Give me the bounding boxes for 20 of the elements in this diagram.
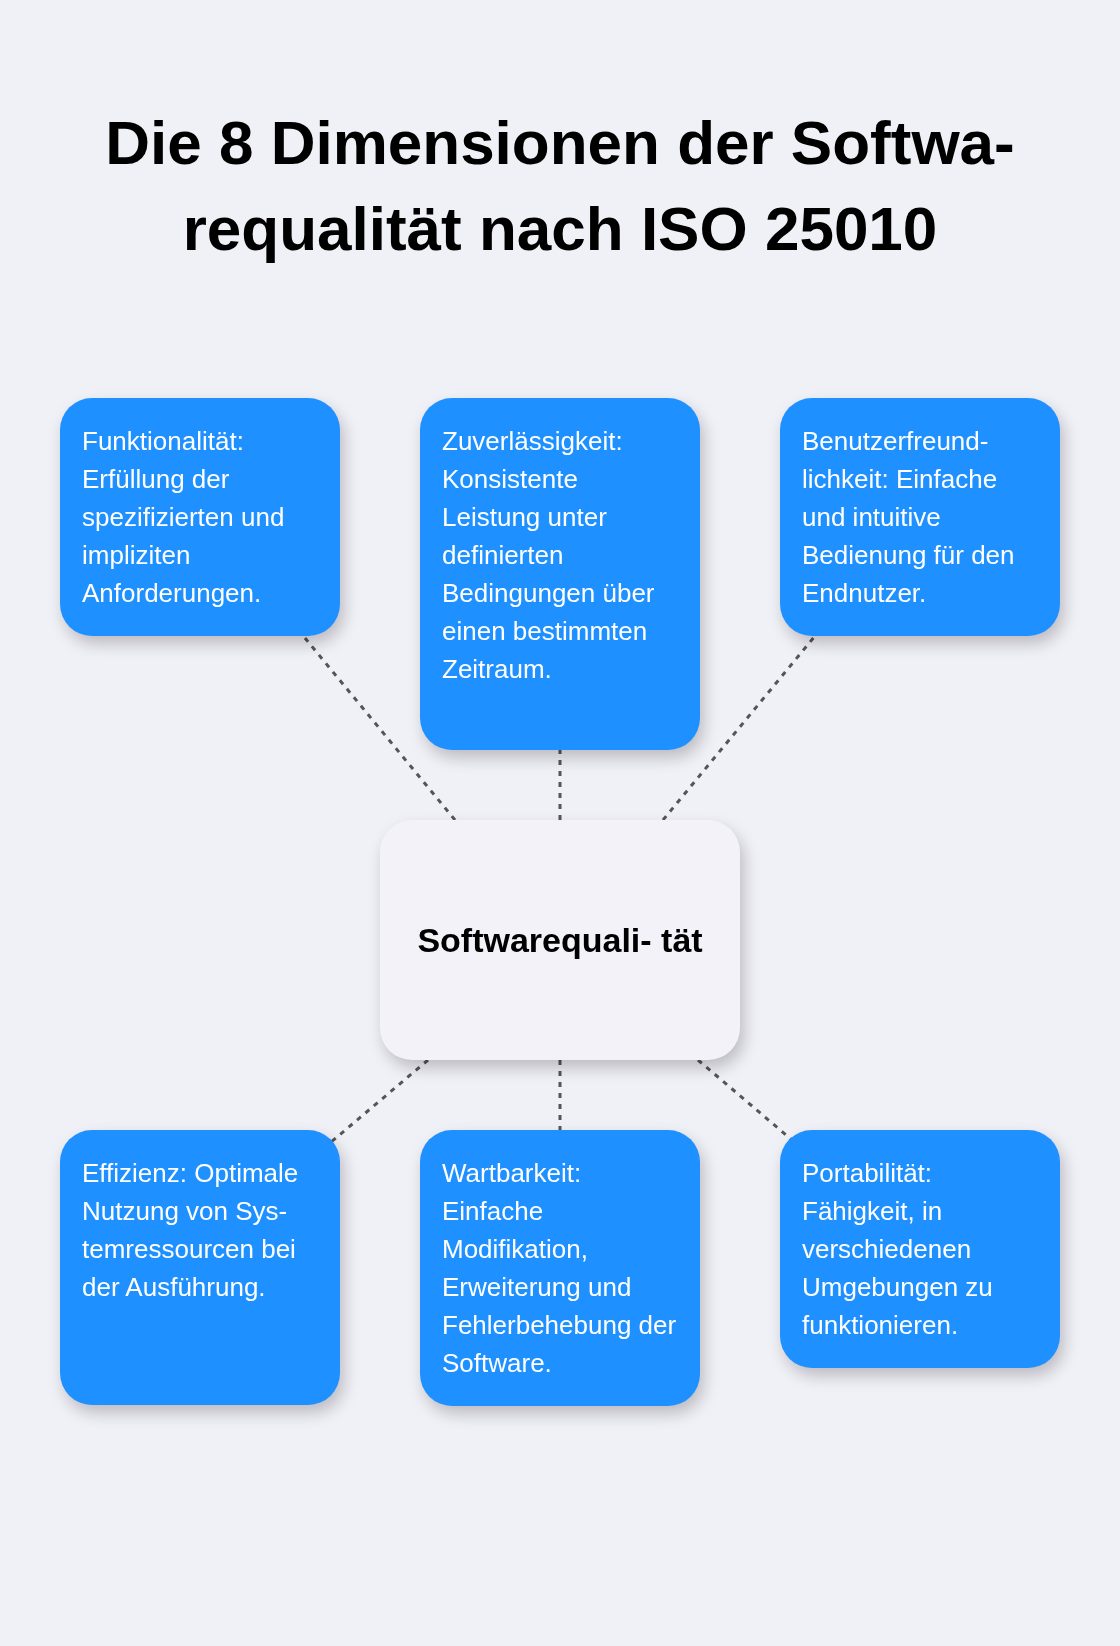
card-text: Effizienz: Optimale Nutzung von Sys- temressourcen bei der Ausführung. [82,1157,300,1304]
card-text: Funktionalität: Erfüllung der spezifizierten und impliziten Anforderungen. [82,425,286,610]
dimension-card [60,398,340,636]
dimension-card [60,1130,340,1405]
dimension-card [780,398,1060,636]
dimension-card [780,1130,1060,1368]
dashed-connector [303,637,457,821]
card-text: Zuverlässigkeit: Konsistente Leistung unter definierten Bedingungen über einen bestimmten Zeitraum. [442,425,656,686]
card-heading: Softwarequali- tät [417,920,703,961]
dashed-connector [661,635,817,821]
dashed-connector [558,1060,562,1130]
card-text: Portabilität: Fähigkeit, in verschiedenen Umgebungen zu funktionieren. [802,1157,994,1342]
title: Die 8 Dimensionen der Softwa- requalität nach ISO 25010 [104,107,1016,265]
dimension-card [420,398,700,750]
dashed-connector [558,750,562,820]
card-text: Wartbarkeit: Einfache Modifikation, Erweiterung und Fehlerbehebung der Software. [442,1157,678,1380]
card-text: Benutzerfreund- lichkeit: Einfache und intuitive Bedienung für den Endnutzer. [802,425,1016,610]
dashed-connector [329,1058,429,1145]
dimension-card [420,1130,700,1406]
center-card [380,820,740,1060]
